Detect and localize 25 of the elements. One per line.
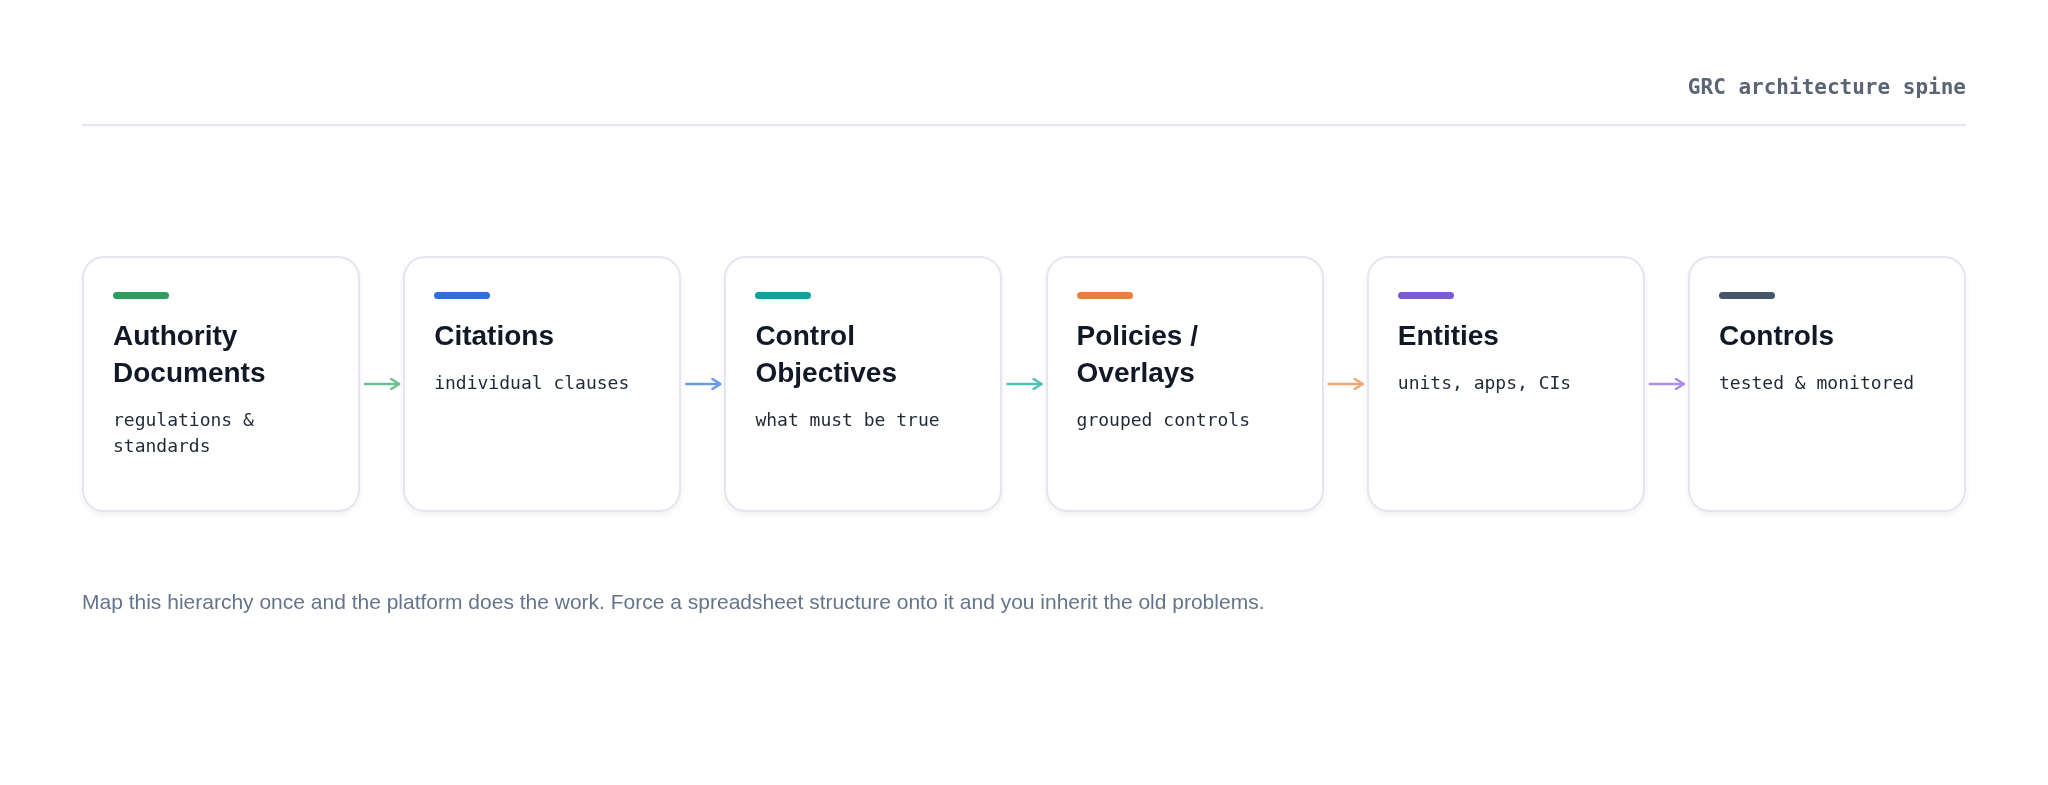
stage-heading: Control Objectives (755, 319, 899, 390)
stage-card (724, 256, 1003, 512)
stage-card (1688, 256, 1966, 512)
stage-heading: Citations (434, 319, 555, 353)
arrow (1327, 377, 1365, 391)
caption: Map this hierarchy once and the platform does the work. Force a spreadsheet structure onto it and you inherit the old problems. (82, 589, 1265, 615)
stage-heading: Controls (1719, 319, 1836, 353)
arrow (364, 377, 401, 391)
stage-card (82, 256, 360, 512)
stage-card (1366, 256, 1645, 512)
stage-heading: Entities (1397, 319, 1500, 353)
stage-heading: Policies / Overlays (1076, 319, 1199, 390)
arrow (1006, 377, 1043, 391)
stage-description: what must be true (755, 408, 941, 432)
stage-heading: Authority Documents (113, 319, 267, 390)
stage-description: grouped controls (1076, 408, 1251, 432)
arrow (685, 377, 722, 391)
stage-description: individual clauses (434, 371, 631, 395)
stage-description: units, apps, CIs (1397, 371, 1573, 395)
title: GRC architecture spine (1687, 74, 1966, 101)
stage-card (403, 256, 682, 512)
stage-description: regulations & standards (113, 408, 255, 458)
stage-card (1045, 256, 1324, 512)
arrow (1648, 377, 1686, 391)
stage-description: tested & monitored (1719, 371, 1916, 395)
